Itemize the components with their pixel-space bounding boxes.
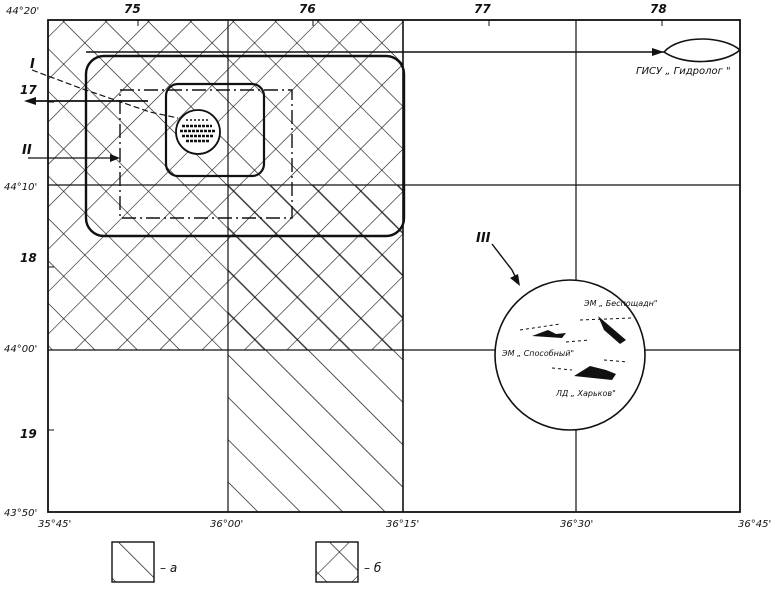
- longitude-36-15: 36°15': [386, 519, 419, 530]
- search-square-inner: [164, 82, 266, 178]
- leader-i: [31, 69, 179, 119]
- vessel-bespokoiny-label: ЭМ „ Беспощадн": [583, 299, 658, 308]
- latitude-44-20: 44°20': [6, 6, 39, 17]
- vessel-kharkov-label: ЛД „ Харьков": [555, 389, 616, 398]
- search-squares: [84, 54, 406, 238]
- latitude-43-50: 43°50': [4, 508, 37, 519]
- inset-i: [175, 109, 221, 155]
- leader-ii-head: [110, 154, 120, 162]
- arrow-row-17-head: [24, 97, 36, 105]
- marker-i: I: [30, 57, 35, 72]
- latitude-44-10: 44°10': [4, 182, 37, 193]
- vessel-gisu-label: ГИСУ „ Гидролог ": [636, 66, 731, 77]
- legend-label-b: – б: [364, 561, 382, 575]
- marker-iii: III: [476, 231, 491, 246]
- latitude-44-00: 44°00': [4, 344, 37, 355]
- longitude-35-45: 35°45': [38, 519, 71, 530]
- vessel-sposobny-label: ЭМ „ Способный": [501, 349, 574, 358]
- row-label-19: 19: [20, 427, 37, 441]
- route-arrowhead: [652, 48, 664, 56]
- legend: – а – б: [111, 541, 382, 583]
- vessel-bespokoiny-shape: [598, 316, 626, 344]
- chart-frame: [47, 19, 741, 513]
- leader-iii-head: [510, 274, 520, 286]
- search-square-outer: [84, 54, 406, 238]
- inset-iii: [494, 279, 646, 431]
- legend-swatch-b: [315, 541, 359, 583]
- marker-ii: II: [22, 143, 32, 158]
- vessel-sposobny-shape: [532, 330, 566, 338]
- vessel-gisu-shape: [662, 38, 742, 63]
- column-label-78: 78: [650, 2, 667, 16]
- longitude-36-00: 36°00': [210, 519, 243, 530]
- legend-label-a: – а: [160, 561, 177, 575]
- ticks: [48, 20, 663, 431]
- column-label-76: 76: [299, 2, 316, 16]
- search-square-middle: [119, 89, 293, 219]
- column-label-75: 75: [124, 2, 141, 16]
- vessel-kharkov-shape: [574, 366, 616, 380]
- longitude-36-45: 36°45': [738, 519, 771, 530]
- area-a-hatch: [228, 185, 403, 512]
- row-label-18: 18: [20, 251, 37, 265]
- legend-swatch-a: [111, 541, 155, 583]
- row-label-17: 17: [20, 83, 37, 97]
- longitude-36-30: 36°30': [560, 519, 593, 530]
- column-label-77: 77: [474, 2, 491, 16]
